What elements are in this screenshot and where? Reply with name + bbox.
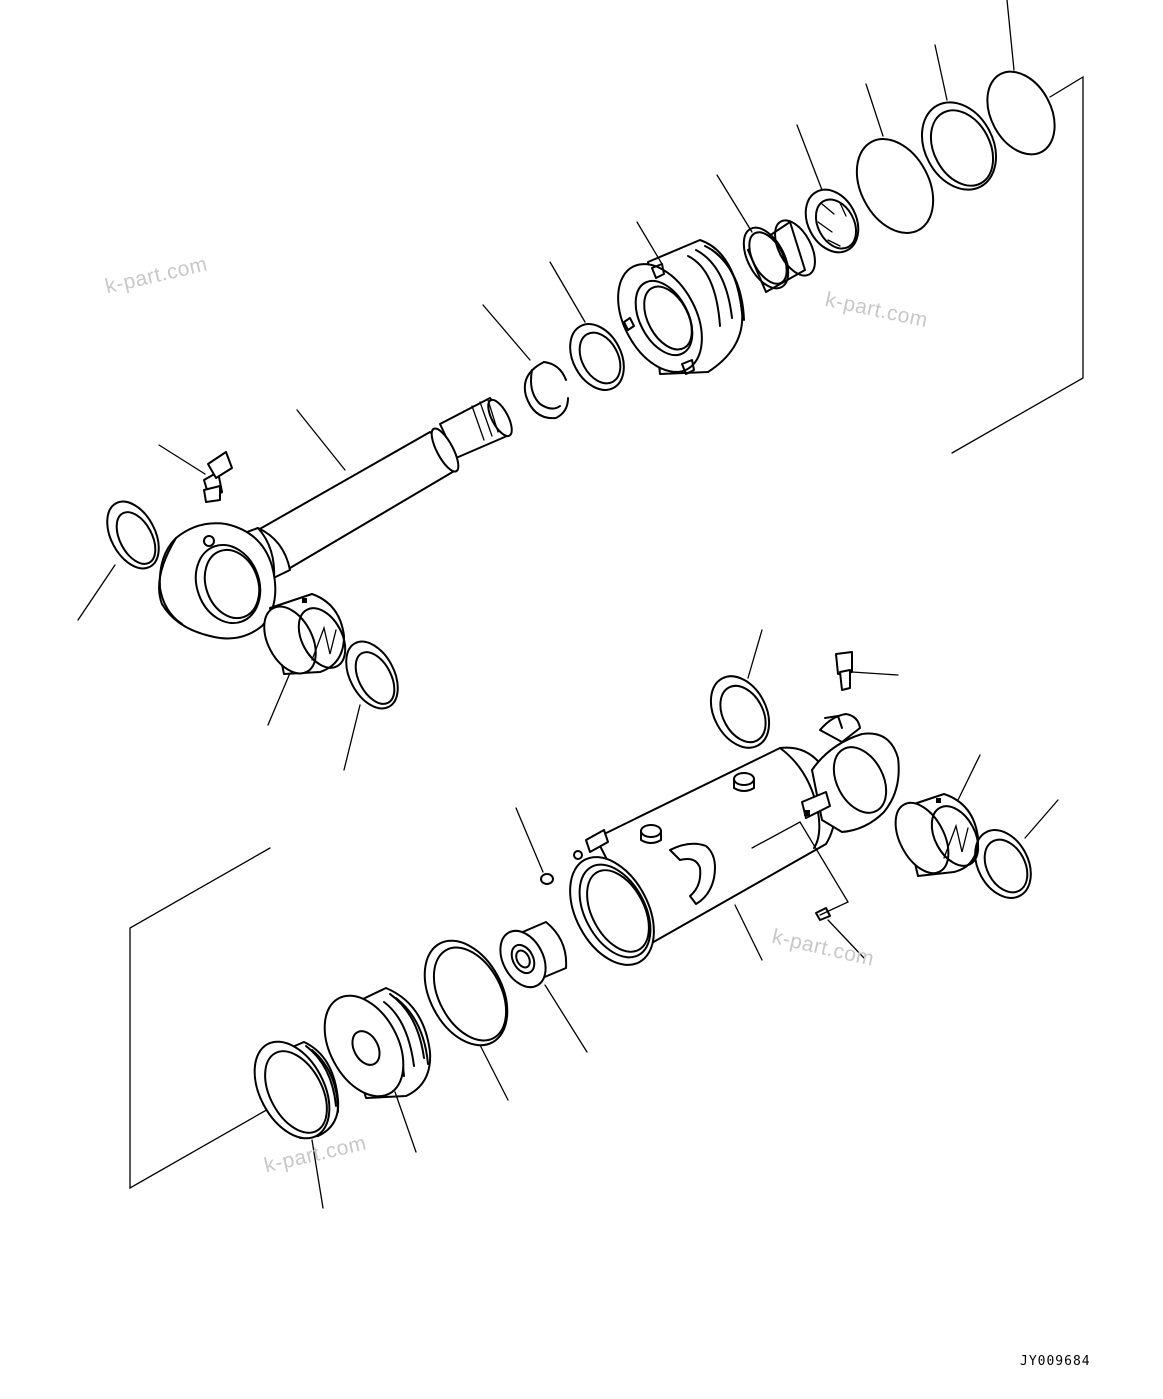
gland-seal[interactable]: [795, 124, 868, 261]
o-ring-small[interactable]: [515, 807, 554, 885]
lower-group-bracket: [129, 847, 271, 1190]
grease-fitting-rod[interactable]: [158, 444, 233, 503]
backup-ring[interactable]: [907, 44, 1010, 203]
o-ring-medium[interactable]: [842, 83, 949, 246]
cylinder-tube[interactable]: [553, 713, 900, 979]
piston-rod-seal[interactable]: [549, 261, 635, 399]
o-ring-large[interactable]: [974, 0, 1068, 166]
dust-seal-cylinder[interactable]: [699, 629, 781, 758]
snap-ring[interactable]: [482, 304, 569, 420]
upper-group-bracket: [951, 75, 1084, 454]
dust-seal-cylinder-right[interactable]: [964, 799, 1059, 908]
dust-seal-rod-left[interactable]: [77, 493, 169, 621]
piston[interactable]: [309, 982, 432, 1153]
nut[interactable]: [491, 921, 588, 1053]
cylinder-head[interactable]: [601, 221, 745, 386]
wear-ring[interactable]: [408, 927, 524, 1101]
dust-seal-rod-right[interactable]: [336, 633, 409, 771]
bushing-cylinder[interactable]: [885, 754, 988, 882]
bushing-sleeve[interactable]: [716, 174, 823, 296]
bushing-rod[interactable]: [254, 593, 355, 726]
drawing-id-label: JY009684: [1020, 1354, 1091, 1369]
grease-fitting-cylinder[interactable]: [835, 651, 899, 691]
piston-seal[interactable]: [239, 1029, 344, 1209]
rod-eye[interactable]: [158, 522, 277, 640]
